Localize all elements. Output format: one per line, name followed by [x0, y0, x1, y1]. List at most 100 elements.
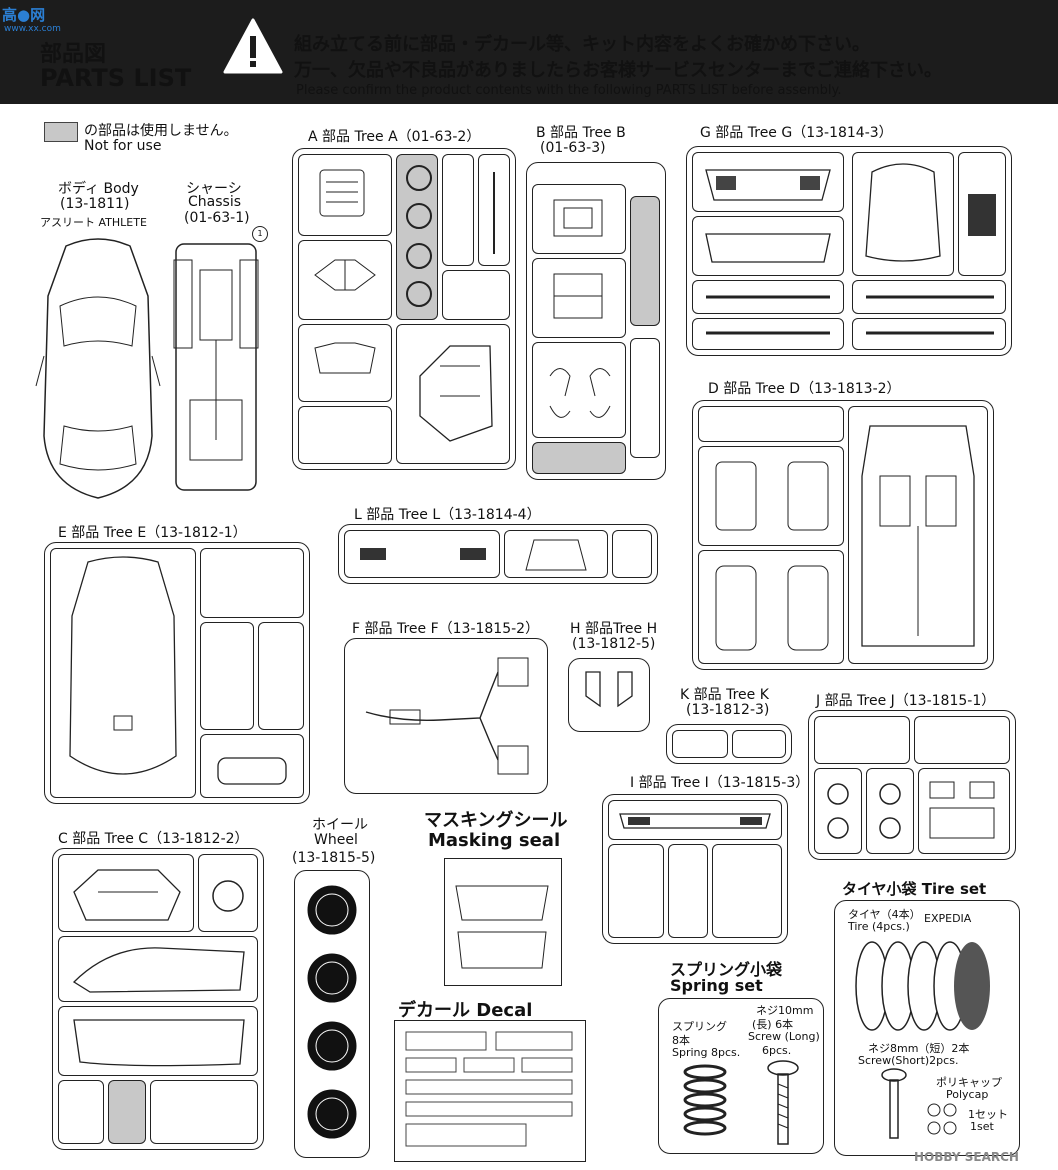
part-drawing: [706, 295, 830, 299]
tree-h-title: H 部品Tree H: [570, 621, 658, 637]
tree-a-cell: [298, 240, 392, 320]
part-drawing: [585, 671, 633, 708]
tree-e-cell: [258, 622, 304, 730]
not-for-use-swatch: [44, 122, 78, 142]
part-drawing: [706, 331, 830, 335]
part-drawing: [217, 757, 287, 785]
tree-d-cell: [698, 550, 844, 664]
spring-drawing: [683, 1064, 727, 1136]
exhaust-drawing: [365, 657, 529, 775]
part-drawing: [360, 548, 486, 560]
warning-text-en: Please confirm the product contents with…: [296, 83, 842, 98]
decal-title: デカール Decal: [398, 1000, 533, 1021]
tree-d-cell: [848, 406, 988, 664]
legend-text-jp: の部品は使用しません。: [84, 123, 238, 139]
chassis-title-jp: シャーシ: [186, 181, 242, 197]
tree-g-cell: [692, 318, 844, 350]
tree-b-cell-unused: [532, 442, 626, 474]
part-drawing: [705, 169, 831, 201]
part-drawing: [827, 783, 901, 839]
part-drawing: [929, 781, 995, 839]
tree-j-cell: [814, 716, 910, 764]
tree-e-frame: [44, 542, 310, 804]
tree-c-cell-unused: [108, 1080, 146, 1144]
part-drawing: [319, 169, 365, 217]
tree-g-frame: [686, 146, 1012, 356]
page-title-jp: 部品図: [40, 42, 107, 67]
tree-l-cell: [504, 530, 608, 578]
polycap-drawing: [927, 1103, 957, 1135]
warning-text-jp-2: 万一、欠品や不良品がありましたらお客様サービスセンターまでご連絡下さい。: [294, 60, 942, 81]
tree-j-title: J 部品 Tree J（13-1815-1）: [816, 693, 996, 709]
polycap-label-jp: ポリキャップ: [936, 1076, 1002, 1089]
tree-a-cell: [442, 154, 474, 266]
part-drawing: [553, 199, 603, 237]
wheel-code: (13-1815-5): [292, 850, 376, 866]
screw-long-jp: ネジ10mm: [756, 1004, 814, 1017]
part-drawing: [715, 461, 829, 531]
tree-f-frame: [344, 638, 548, 794]
tree-i-cell: [608, 844, 664, 938]
part-drawing: [72, 947, 245, 993]
tree-g-cell: [852, 152, 954, 276]
tree-j-cell: [918, 768, 1010, 854]
polycap-qty-jp: 1セット: [968, 1108, 1008, 1121]
tree-c-title: C 部品 Tree C（13-1812-2）: [58, 831, 249, 847]
tree-k-cell: [732, 730, 786, 758]
part-drawing: [525, 539, 587, 571]
tree-c-cell: [58, 936, 258, 1002]
tree-i-title: I 部品 Tree I（13-1815-3）: [630, 775, 810, 791]
part-drawing: [73, 1019, 245, 1067]
body-code: (13-1811): [60, 196, 130, 212]
tree-b-cell: [532, 258, 626, 338]
part-drawing: [865, 163, 941, 262]
part-drawing: [705, 233, 831, 263]
part-drawing: [69, 556, 177, 775]
masking-sheet: [444, 858, 562, 986]
chassis-title-en: Chassis: [188, 194, 241, 210]
part-drawing: [419, 345, 493, 442]
wheel-title-en: Wheel: [314, 832, 358, 848]
tree-d-title: D 部品 Tree D（13-1813-2）: [708, 381, 901, 397]
tree-j-cell: [866, 768, 914, 854]
part-drawing: [73, 869, 181, 921]
tree-g-cell: [692, 280, 844, 314]
tire-brand: EXPEDIA: [924, 912, 972, 925]
tree-b-code: (01-63-3): [540, 140, 606, 156]
decal-sheet: [394, 1020, 586, 1162]
tree-i-cell: [712, 844, 782, 938]
header-banner: [0, 0, 1058, 104]
tree-a-cell: [298, 324, 392, 402]
screw-short-jp: ネジ8mm（短）2本: [868, 1042, 970, 1055]
tree-l-title: L 部品 Tree L（13-1814-4）: [354, 507, 541, 523]
tree-b-cell: [532, 184, 626, 254]
spring-label-jp: スプリング: [672, 1020, 727, 1033]
part-drawing: [212, 880, 244, 912]
spring-qty: 8本: [672, 1034, 690, 1047]
tree-d-cell: [698, 446, 844, 546]
screw-long-en: Screw (Long): [748, 1030, 820, 1043]
tree-g-title: G 部品 Tree G（13-1814-3）: [700, 125, 893, 141]
tire-label-jp: タイヤ（4本）: [848, 908, 921, 921]
wheel-drawing: [307, 885, 357, 1139]
tire-title: タイヤ小袋 Tire set: [842, 880, 987, 898]
wheel-title-jp: ホイール: [312, 817, 368, 833]
tree-e-title: E 部品 Tree E（13-1812-1）: [58, 525, 247, 541]
part-drawing: [968, 194, 996, 236]
tree-h-code: (13-1812-5): [572, 636, 656, 652]
warning-text-jp-1: 組み立てる前に部品・デカール等、キット内容をよくお確かめ下さい。: [294, 34, 870, 55]
page-title-en: PARTS LIST: [40, 64, 192, 92]
tree-h-frame: [568, 658, 650, 732]
tree-c-frame: [52, 848, 264, 1150]
part-drawing: [553, 273, 603, 319]
tree-g-cell: [958, 152, 1006, 276]
tree-a-cell: [298, 406, 392, 464]
tree-l-cell: [612, 530, 652, 578]
warning-icon: [223, 18, 283, 74]
tree-b-title: B 部品 Tree B: [536, 125, 626, 141]
spring-title-en: Spring set: [670, 976, 763, 995]
site-logo: 高●网: [2, 6, 46, 24]
tire-drawing: [855, 941, 990, 1031]
body-title: ボディ Body: [58, 181, 139, 197]
tire-label-en: Tire (4pcs.): [848, 920, 910, 933]
